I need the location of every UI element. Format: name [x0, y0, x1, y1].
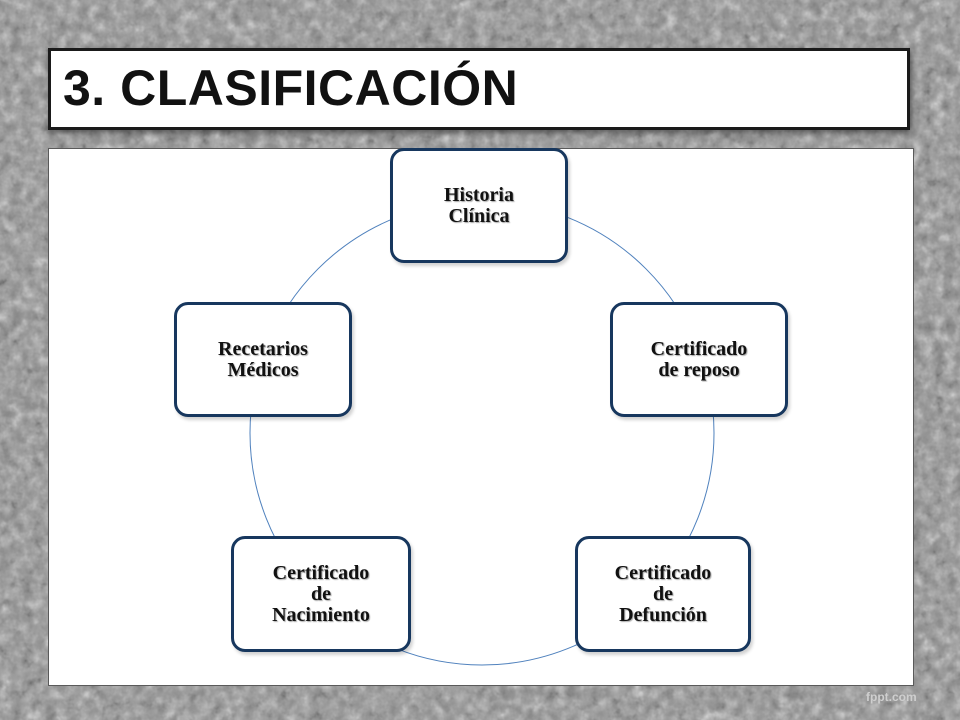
node-historia-clinica-label: Historia Clínica — [444, 183, 514, 227]
node-recetarios-medicos-label: Recetarios Médicos — [218, 337, 308, 381]
node-certificado-defuncion: Certificado de Defunción — [575, 536, 751, 652]
node-historia-clinica: Historia Clínica — [390, 148, 568, 263]
node-certificado-nacimiento-label: Certificado de Nacimiento — [272, 561, 370, 626]
node-certificado-defuncion-label: Certificado de Defunción — [614, 561, 712, 626]
title-banner: 3. CLASIFICACIÓN — [48, 48, 910, 130]
node-certificado-nacimiento: Certificado de Nacimiento — [231, 536, 411, 652]
slide-title: 3. CLASIFICACIÓN — [63, 60, 519, 116]
fppt-watermark: fppt.com — [866, 690, 917, 704]
node-certificado-reposo: Certificado de reposo — [610, 302, 788, 417]
node-recetarios-medicos: Recetarios Médicos — [174, 302, 352, 417]
node-certificado-reposo-label: Certificado de reposo — [650, 337, 748, 381]
